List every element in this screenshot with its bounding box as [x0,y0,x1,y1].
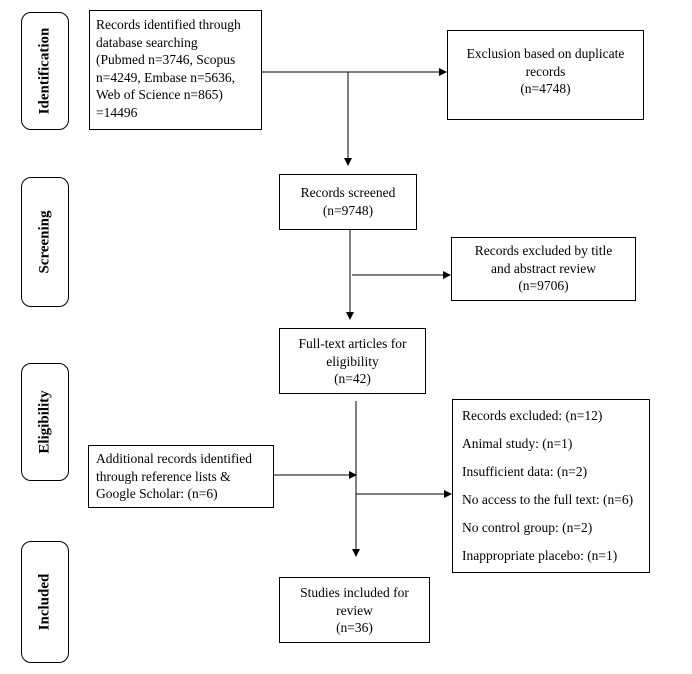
box-line: Web of Science n=865) [96,87,223,102]
box-line: Records screened [300,185,396,200]
exclusion-item: Inappropriate placebo: (n=1) [462,548,618,563]
exclusion-item: No control group: (n=2) [462,520,593,535]
phase-screening: Screening [21,177,69,307]
additional-records-box: Additional records identified through re… [88,445,274,508]
box-line: (n=9748) [322,202,374,218]
box-line: (Pubmed n=3746, Scopus [96,52,236,67]
box-line: =14496 [96,104,138,120]
phase-eligibility: Eligibility [21,363,69,481]
fulltext-articles-box: Full-text articles for eligibility (n=42… [279,328,426,394]
box-line: Additional records identified [96,451,252,466]
records-identified-box: Records identified through database sear… [89,10,262,130]
box-line: (n=36) [336,620,373,635]
exclusion-item: Records excluded: (n=12) [462,408,603,423]
box-line: (n=4748) [520,81,571,96]
records-screened-box: Records screened (n=9748) [279,174,417,230]
box-line: (n=42) [334,371,371,386]
exclusion-item: Insufficient data: (n=2) [462,464,588,479]
box-line: Records excluded by title [474,243,613,258]
exclusion-item: Animal study: (n=1) [462,436,573,451]
box-line: database searching [96,34,198,50]
box-line: Records identified through [96,17,241,32]
studies-included-box: Studies included for review (n=36) [279,577,430,643]
box-line: Exclusion based on duplicate [466,46,625,61]
box-line: through reference lists & [96,468,231,484]
box-line: (n=9706) [518,278,569,293]
duplicates-excluded-box: Exclusion based on duplicate records (n=… [447,30,644,120]
box-line: eligibility [326,353,379,369]
phase-included: Included [21,541,69,663]
box-line: records [525,63,566,79]
exclusion-item: No access to the full text: (n=6) [462,492,634,507]
box-line: Google Scholar: (n=6) [96,486,218,501]
records-excluded-fulltext-box: Records excluded: (n=12) Animal study: (… [452,399,650,573]
box-line: Full-text articles for [298,336,407,351]
phase-identification: Identification [21,12,69,130]
box-line: and abstract review [491,260,596,276]
box-line: n=4249, Embase n=5636, [96,69,235,85]
records-excluded-title-box: Records excluded by title and abstract r… [451,237,636,301]
box-line: Studies included for [300,585,409,600]
box-line: review [336,602,373,618]
